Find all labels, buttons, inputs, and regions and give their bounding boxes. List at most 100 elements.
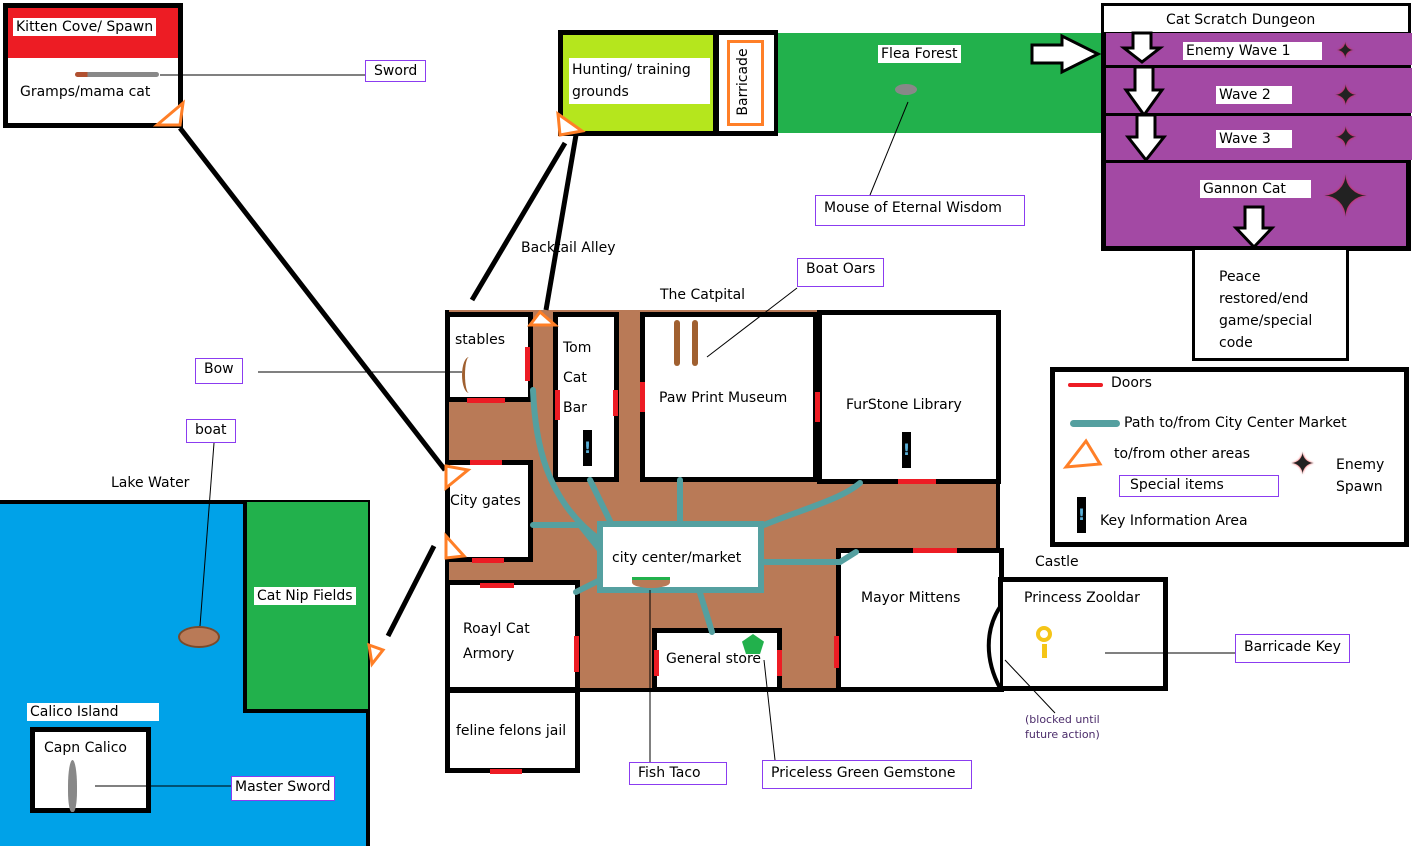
boat-oars-icon <box>692 320 698 366</box>
museum-label: Paw Print Museum <box>659 390 788 406</box>
boat-icon <box>178 626 220 648</box>
boat-oars-label: Boat Oars <box>797 258 885 287</box>
calico-island-label: Calico Island <box>27 703 159 721</box>
door <box>654 650 659 676</box>
area-exit-icon <box>556 110 586 137</box>
gemstone-label: Priceless Green Gemstone <box>762 760 972 789</box>
city-gates-label: City gates <box>450 493 521 509</box>
arrow-down-icon <box>1119 31 1165 64</box>
path-lake-gates <box>385 544 437 638</box>
legend-special: Special items <box>1119 475 1279 497</box>
market-path <box>761 549 859 565</box>
cat-nip-fields <box>243 502 368 713</box>
princess-zooldar <box>998 577 1168 691</box>
kitten-cove-label: Kitten Cove/ Spawn <box>13 18 157 36</box>
barricade-key-icon <box>1036 626 1052 642</box>
wave2-label: Wave 2 <box>1216 86 1292 104</box>
door <box>574 636 579 672</box>
market-path <box>530 387 603 543</box>
door <box>815 392 820 422</box>
enemy-spawn-icon: ✦ <box>1322 165 1369 230</box>
enemy-spawn-icon: ✦ <box>1334 121 1358 154</box>
door <box>480 583 514 588</box>
fish-taco-icon <box>632 577 670 588</box>
blocked-label: (blocked until future action) <box>1025 713 1100 741</box>
enemy-spawn-icon: ✦ <box>1336 39 1355 64</box>
path-cove-gates <box>178 126 447 472</box>
door <box>777 650 782 676</box>
hunting-label: Hunting/ training grounds <box>569 58 710 104</box>
door <box>472 558 504 563</box>
master-sword-icon <box>68 760 77 812</box>
mouse-icon <box>895 84 917 95</box>
area-exit-icon <box>444 464 472 492</box>
tom-cat-bar-label: Tom Cat Bar <box>563 340 592 416</box>
wave3-label: Wave 3 <box>1216 130 1292 148</box>
backtail-label: Backtail Alley <box>521 240 616 256</box>
door <box>834 636 839 668</box>
bow-icon <box>462 357 476 393</box>
lake-label: Lake Water <box>111 475 190 491</box>
library-label: FurStone Library <box>846 397 962 413</box>
castle-label: Castle <box>1035 554 1079 570</box>
area-exit-icon <box>152 99 186 127</box>
door <box>555 390 560 420</box>
capn-label: Capn Calico <box>44 740 127 756</box>
mouse-pointer <box>869 101 909 196</box>
key-info-icon: ! <box>1077 497 1086 533</box>
area-exit-icon <box>444 532 468 560</box>
arrow-down-icon <box>1232 205 1276 250</box>
armory-label: Roayl Cat Armory <box>463 621 530 662</box>
blocked-pointer <box>1004 659 1056 714</box>
legend <box>1050 367 1409 547</box>
arrow-down-icon <box>1123 65 1165 118</box>
key-info-icon: ! <box>583 430 592 466</box>
market <box>597 521 764 593</box>
enemy-spawn-icon: ✦ <box>1290 447 1316 482</box>
peace-label: Peace restored/end game/special code <box>1219 269 1313 351</box>
door <box>490 769 522 774</box>
sword-label: Sword <box>365 60 427 82</box>
legend-other: to/from other areas <box>1114 446 1251 462</box>
catnip-label: Cat Nip Fields <box>254 587 356 605</box>
general-store-label: General store <box>666 651 762 667</box>
boat-label: boat <box>186 419 236 443</box>
door <box>613 390 618 416</box>
market-path <box>697 590 715 635</box>
market-path <box>761 480 863 528</box>
enemy-spawn-icon: ✦ <box>1334 79 1358 112</box>
jail-label: feline felons jail <box>456 723 567 739</box>
dungeon-title: Cat Scratch Dungeon <box>1166 12 1316 28</box>
key-info-icon: ! <box>902 432 911 468</box>
fish-taco-label: Fish Taco <box>629 762 727 785</box>
mouse-label: Mouse of Eternal Wisdom <box>815 195 1025 226</box>
door <box>467 398 505 403</box>
market-path <box>587 477 613 524</box>
capn-calico <box>30 727 151 813</box>
legend-enemy: Enemy Spawn <box>1336 457 1385 495</box>
market-path <box>530 522 603 553</box>
legend-key-info: Key Information Area <box>1100 513 1248 529</box>
flea-forest-label: Flea Forest <box>878 45 961 63</box>
door <box>525 347 530 381</box>
gem-pointer <box>763 659 776 761</box>
catpital-label: The Catpital <box>660 287 746 303</box>
mayor-label: Mayor Mittens <box>861 590 961 606</box>
path-alley-2 <box>543 134 579 311</box>
stables-label: stables <box>455 332 506 348</box>
wave1-label: Enemy Wave 1 <box>1183 42 1322 60</box>
princess-label: Princess Zooldar <box>1024 590 1140 606</box>
door <box>640 382 645 412</box>
peace-box <box>1192 250 1349 361</box>
bow-label: Bow <box>195 358 243 384</box>
gramps-label: Gramps/mama cat <box>20 84 151 100</box>
area-exit-icon <box>367 642 386 668</box>
door <box>898 479 936 484</box>
door <box>470 460 502 465</box>
market-path <box>573 577 603 595</box>
path-alley <box>469 141 568 302</box>
barricade <box>727 40 764 126</box>
castle-gate <box>986 605 1002 689</box>
arrow-right-icon <box>1030 33 1102 75</box>
legend-doors: Doors <box>1111 375 1152 391</box>
